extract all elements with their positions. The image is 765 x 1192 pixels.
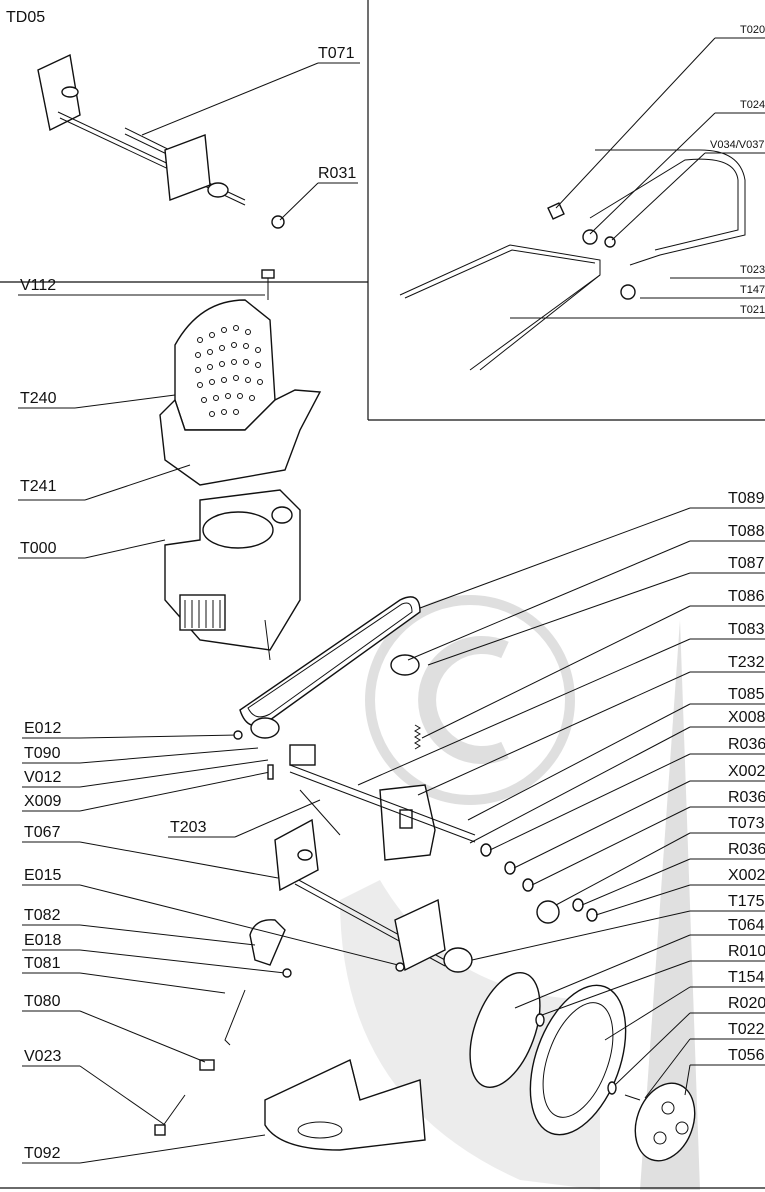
part-label-t071: T071 — [318, 45, 355, 62]
inset-left-labels: TD05 T071 R031 — [6, 9, 360, 221]
part-label-t241: T241 — [20, 478, 57, 495]
part-label-t085: T085 — [728, 686, 765, 703]
inset-right-labels: T020 T024 V034/V037 T023 T147 T021 — [510, 24, 765, 319]
part-label-t023: T023 — [740, 264, 765, 276]
main-drawing — [154, 269, 696, 1162]
part-label-t203: T203 — [170, 819, 207, 836]
part-label-r036: R036 — [728, 789, 765, 806]
callouts-left: V112 T240 T241 T000 E012 T090 V012 X009 … — [18, 277, 405, 1164]
part-label-r020: R020 — [728, 995, 765, 1012]
part-label-t083: T083 — [728, 621, 765, 638]
part-label-v112: V112 — [20, 277, 56, 294]
callouts-right: T089 T088 T087 T086 T083 T232 T085 X008 … — [357, 490, 765, 1099]
inset-right-drawing — [399, 149, 746, 371]
part-label-t232: T232 — [728, 654, 765, 671]
part-label-x002: X002 — [728, 763, 765, 780]
part-label-v012: V012 — [24, 769, 61, 786]
part-label-t089: T089 — [728, 490, 765, 507]
part-label-t080: T080 — [24, 993, 61, 1010]
part-label-t088: T088 — [728, 523, 765, 540]
part-label-v034-v037: V034/V037 — [710, 139, 764, 151]
part-label-t082: T082 — [24, 907, 61, 924]
part-label-r010: R010 — [728, 943, 765, 960]
part-label-x002: X002 — [728, 867, 765, 884]
part-label-t090: T090 — [24, 745, 61, 762]
part-label-t092: T092 — [24, 1145, 61, 1162]
part-label-r036: R036 — [728, 736, 765, 753]
part-label-t067: T067 — [24, 824, 61, 841]
part-label-t024: T024 — [740, 99, 765, 111]
part-label-t175: T175 — [728, 893, 765, 910]
part-label-t081: T081 — [24, 955, 61, 972]
part-label-r031: R031 — [318, 165, 356, 182]
part-label-t056: T056 — [728, 1047, 765, 1064]
part-label-t022: T022 — [728, 1021, 765, 1038]
air-filter-holes — [195, 325, 263, 417]
part-label-t087: T087 — [728, 555, 765, 572]
part-label-t073: T073 — [728, 815, 765, 832]
part-label-t021: T021 — [740, 304, 765, 316]
part-label-x009: X009 — [24, 793, 61, 810]
part-label-t154: T154 — [728, 969, 765, 986]
part-label-r036: R036 — [728, 841, 765, 858]
part-label-e012: E012 — [24, 720, 61, 737]
part-label-e018: E018 — [24, 932, 61, 949]
part-label-e015: E015 — [24, 867, 61, 884]
part-label-t064: T064 — [728, 917, 765, 934]
part-label-t086: T086 — [728, 588, 765, 605]
part-label-x008: X008 — [728, 709, 765, 726]
part-label-t147: T147 — [740, 284, 765, 296]
part-label-t240: T240 — [20, 390, 57, 407]
part-label-v023: V023 — [24, 1048, 61, 1065]
inset-left-drawing — [37, 53, 285, 229]
part-label-t000: T000 — [20, 540, 57, 557]
part-label-t020: T020 — [740, 24, 765, 36]
part-label-td05: TD05 — [6, 9, 45, 26]
